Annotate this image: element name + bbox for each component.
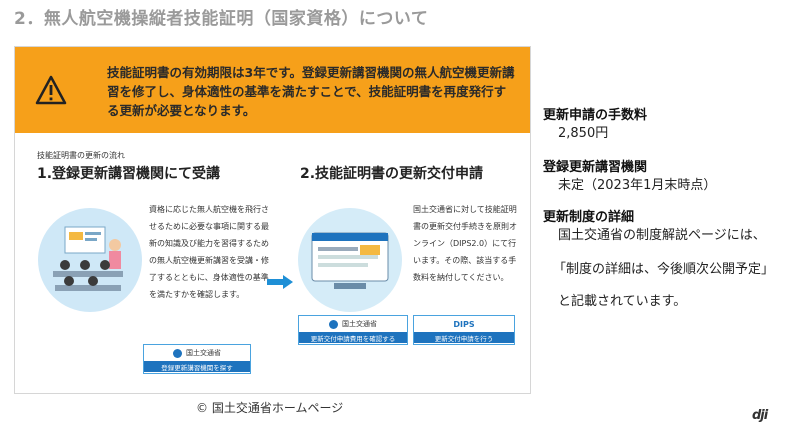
- mlit-logo-icon: [329, 319, 338, 329]
- link-org-label: 国土交通省: [342, 320, 377, 328]
- screenshot-panel: 技能証明書の有効期限は3年です。登録更新講習機関の無人航空機更新講習を修了し、身…: [14, 46, 531, 394]
- notice-text: 技能証明書の有効期限は3年です。登録更新講習機関の無人航空機更新講習を修了し、身…: [107, 65, 515, 118]
- link-org-label: 国土交通省: [186, 349, 221, 357]
- check-fee-button[interactable]: 更新交付申請費用を確認する: [299, 332, 407, 343]
- fee-heading: 更新申請の手数料: [543, 108, 648, 123]
- page-title: 2．無人航空機操縦者技能証明（国家資格）について: [14, 9, 429, 29]
- apply-renewal-link[interactable]: DIPS 更新交付申請を行う: [413, 315, 515, 345]
- flow-label: 技能証明書の更新の流れ: [37, 151, 125, 160]
- org-heading: 登録更新講習機関: [543, 160, 648, 175]
- image-credit: © 国土交通省ホームページ: [196, 401, 344, 415]
- dji-logo: dji: [752, 408, 768, 423]
- fee-value: 2,850円: [558, 126, 609, 141]
- step2-title: 2.技能証明書の更新交付申請: [300, 166, 484, 182]
- arrow-right-icon: [267, 275, 293, 289]
- detail-line-1: 国土交通省の制度解説ページには、: [558, 228, 766, 243]
- check-fee-link[interactable]: 国土交通省 更新交付申請費用を確認する: [298, 315, 408, 345]
- detail-heading: 更新制度の詳細: [543, 210, 635, 225]
- classroom-illustration: [38, 208, 142, 312]
- step1-description: 資格に応じた無人航空機を飛行させるために必要な事項に関する最新の知識及び能力を習…: [149, 205, 269, 299]
- apply-renewal-button[interactable]: 更新交付申請を行う: [414, 332, 514, 343]
- find-course-button[interactable]: 登録更新講習機関を探す: [144, 361, 250, 372]
- find-course-link[interactable]: 国土交通省 登録更新講習機関を探す: [143, 344, 251, 374]
- mlit-logo-icon: [173, 348, 182, 358]
- detail-line-3: と記載されています。: [558, 294, 687, 309]
- org-value: 未定（2023年1月末時点）: [558, 178, 717, 193]
- dips-logo: DIPS: [453, 319, 475, 329]
- detail-line-2: 「制度の詳細は、今後順次公開予定」: [553, 262, 775, 277]
- notice-banner: 技能証明書の有効期限は3年です。登録更新講習機関の無人航空機更新講習を修了し、身…: [15, 47, 530, 133]
- step2-description: 国土交通省に対して技能証明書の更新交付手続きを原則オンライン（DIPS2.0）に…: [413, 205, 517, 282]
- step1-title: 1.登録更新講習機関にて受講: [37, 166, 221, 182]
- warning-icon: [35, 75, 67, 105]
- online-application-illustration: [298, 208, 402, 312]
